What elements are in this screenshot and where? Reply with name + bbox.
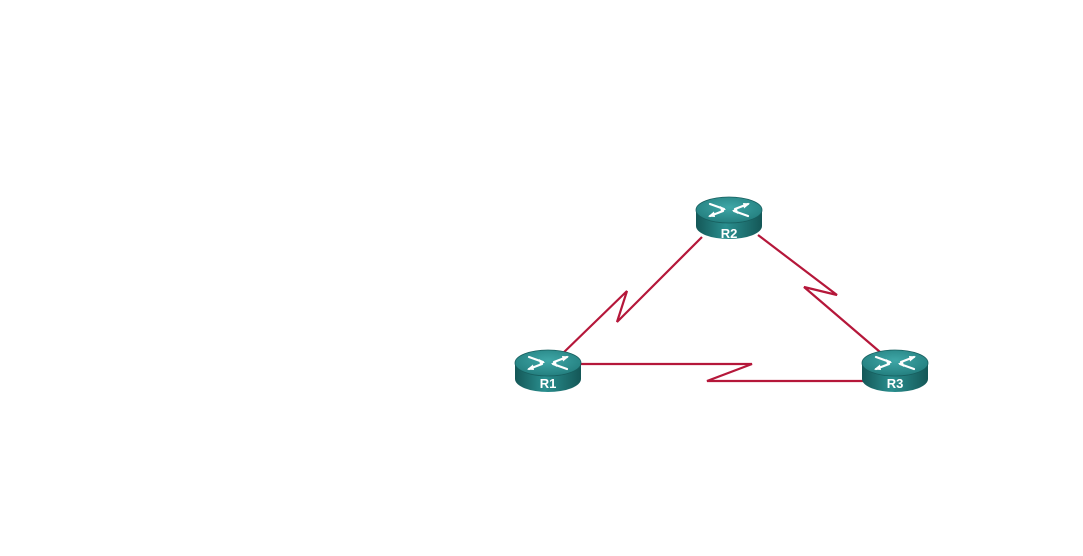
router-icon [695,196,763,239]
router-r1[interactable]: R1 [514,349,582,392]
links-group [559,234,881,383]
router-label-r3: R3 [887,376,904,391]
router-r3[interactable]: R3 [861,349,929,392]
serial-link-r2-r3 [757,234,881,353]
serial-link-r1-r2 [559,236,703,357]
router-icon [514,349,582,392]
serial-link-r1-r3 [580,362,864,383]
router-icon [861,349,929,392]
router-r2[interactable]: R2 [695,196,763,241]
router-label-r1: R1 [540,376,557,391]
router-label-r2: R2 [721,226,738,241]
